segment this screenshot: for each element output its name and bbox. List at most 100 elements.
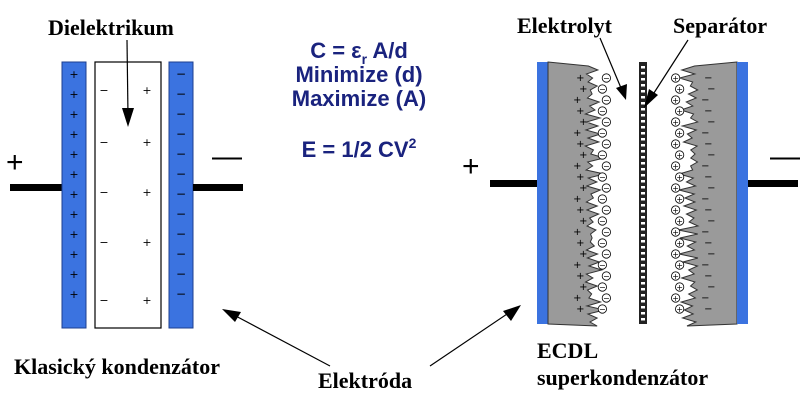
ecdl-anion: −: [599, 173, 606, 182]
separator-pore: [641, 252, 645, 255]
ecdl-anion: −: [603, 272, 610, 281]
dielektrikum-arrowhead: [122, 108, 134, 127]
ecdl-electrode-negative-charge: −: [704, 106, 712, 117]
capacitance-formula: C = εr A/d: [310, 38, 408, 67]
ecdl-electrode-negative-charge: −: [707, 150, 715, 161]
separator-pore: [641, 84, 645, 87]
classic-positive-charges: ++++++++++++: [69, 68, 78, 301]
separator-arrowhead: [644, 89, 658, 108]
ecdl-anion: −: [599, 239, 606, 248]
elektroda-arrow-left-head: [222, 309, 241, 322]
ecdl-left-charges: +−+−+−+−+−+−+−+−+−+−+−+−+−+−+−+−+−+−+−+−…: [573, 73, 611, 315]
ecdl-right-charges: +−+−+−+−+−+−+−+−+−+−+−+−+−+−+−+−+−+−+−+−…: [671, 73, 715, 315]
ecdl-electrode-positive-charge: +: [579, 183, 587, 194]
ecdl-anion: −: [603, 250, 610, 259]
ecdl-electrode-negative-charge: −: [704, 271, 712, 282]
ecdl-left-collector: [537, 62, 548, 324]
ecdl-cation-ring: [671, 293, 681, 303]
ecdl-label: ECDL: [537, 338, 598, 363]
ecdl-cation-ring: [671, 95, 681, 105]
classic-capacitor: + ++++++++++++ −+−+−+−+−+ −−−−−−−−−−−− —…: [6, 15, 243, 379]
ecdl-cation: +: [672, 206, 679, 215]
negative-charge: −: [176, 267, 186, 281]
ecdl-anion: −: [603, 162, 610, 171]
ecdl-anion-ring: [601, 205, 611, 215]
ecdl-electrode-positive-charge: +: [576, 304, 584, 315]
separator-pore: [641, 234, 645, 237]
ecdl-electrode-negative-charge: −: [701, 128, 709, 139]
ecdl-anion-ring: [601, 293, 611, 303]
ecdl-anion: −: [599, 305, 606, 314]
ecdl-anion-ring: [597, 216, 607, 226]
separator-pore: [641, 108, 645, 111]
ecdl-electrode-positive-charge: +: [579, 150, 587, 161]
ecdl-cation: +: [676, 195, 683, 204]
negative-charge: −: [176, 167, 186, 181]
ecdl-anion-ring: [601, 73, 611, 83]
separator-pore: [641, 312, 645, 315]
ecdl-electrode-positive-charge: +: [576, 205, 584, 216]
dielectric-positive-charge: +: [142, 84, 151, 97]
ecdl-cation-ring: [675, 260, 685, 270]
ecdl-anion: −: [603, 228, 610, 237]
elektroda-label: Elektróda: [318, 368, 412, 393]
ecdl-cation-ring: [671, 183, 681, 193]
ecdl-anion: −: [599, 195, 606, 204]
ecdl-anion-ring: [597, 150, 607, 160]
classic-negative-charges: −−−−−−−−−−−−: [176, 67, 186, 301]
energy-formula: E = 1/2 CV2: [302, 135, 417, 162]
ecdl-electrode-positive-charge: +: [573, 95, 581, 106]
ecdl-electrode-negative-charge: −: [707, 117, 715, 128]
ecdl-anion-ring: [597, 304, 607, 314]
separator-pore: [641, 90, 645, 93]
ecdl-electrode-positive-charge: +: [579, 282, 587, 293]
negative-charge: −: [176, 287, 186, 301]
ecdl-electrode-negative-charge: −: [704, 238, 712, 249]
ecdl-cation-ring: [675, 84, 685, 94]
positive-charge: +: [69, 188, 78, 201]
ecdl-electrode-positive-charge: +: [573, 161, 581, 172]
ecdl-electrode-positive-charge: +: [576, 106, 584, 117]
elektrolyt-arrowhead: [616, 84, 627, 100]
ecdl-cation: +: [676, 173, 683, 182]
negative-charge: −: [176, 147, 186, 161]
ecdl-cation-ring: [675, 216, 685, 226]
elektroda-arrow-left-line: [231, 313, 331, 367]
ecdl-cation: +: [676, 261, 683, 270]
ecdl-electrode-negative-charge: −: [704, 172, 712, 183]
ecdl-anion-ring: [601, 117, 611, 127]
ecdl-anion-ring: [601, 95, 611, 105]
separator-pore: [641, 102, 645, 105]
separator-pore: [641, 132, 645, 135]
ecdl-electrode-positive-charge: +: [576, 238, 584, 249]
separator-pore: [641, 216, 645, 219]
separator-pore: [641, 288, 645, 291]
ecdl-electrode-negative-charge: −: [701, 161, 709, 172]
ecdl-cation-ring: [671, 271, 681, 281]
dielectric-positive-charge: +: [142, 294, 151, 307]
ecdl-cation: +: [672, 140, 679, 149]
separator-pore: [641, 126, 645, 129]
ecdl-cation-ring: [671, 117, 681, 127]
ecdl-electrode-negative-charge: −: [704, 304, 712, 315]
minus-terminal-left: —: [212, 140, 242, 173]
negative-charge: −: [176, 227, 186, 241]
dielectric-positive-charge: +: [142, 236, 151, 249]
separator-pore: [641, 228, 645, 231]
ecdl-anion: −: [603, 184, 610, 193]
ecdl-electrode-positive-charge: +: [579, 117, 587, 128]
separator-pore: [641, 150, 645, 153]
separator-pore: [641, 168, 645, 171]
ecdl-electrode-positive-charge: +: [573, 260, 581, 271]
ecdl-anion-ring: [597, 238, 607, 248]
left-wire: [10, 184, 62, 191]
separator-pore: [641, 192, 645, 195]
negative-charge: −: [176, 247, 186, 261]
separator-pore: [641, 240, 645, 243]
ecdl-electrode-positive-charge: +: [576, 271, 584, 282]
separator-pore: [641, 264, 645, 267]
ecdl-anion: −: [599, 107, 606, 116]
ecdl-electrode-negative-charge: −: [707, 183, 715, 194]
separator-pore: [641, 144, 645, 147]
